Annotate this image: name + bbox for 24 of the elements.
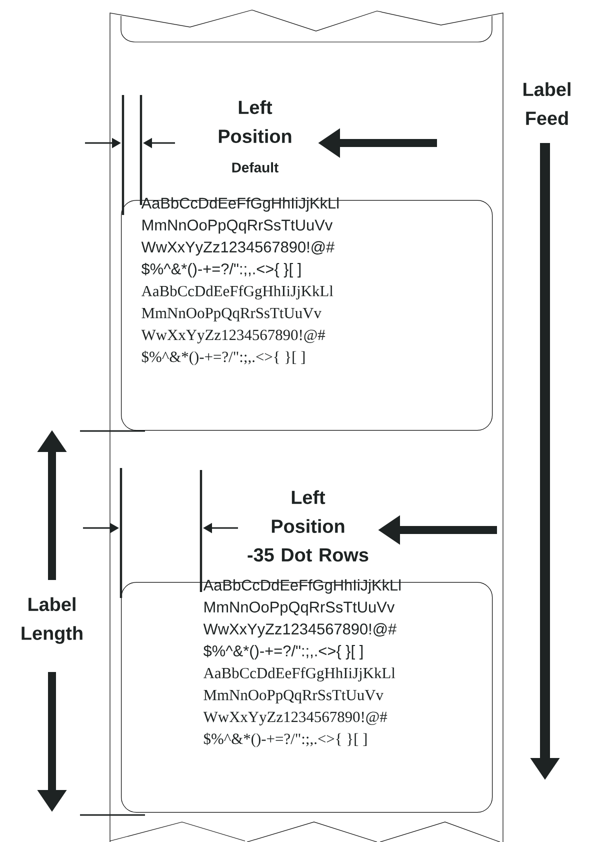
sample-text: WwXxYyZz1234567890!@# — [203, 623, 397, 638]
heading-text: Left Position — [218, 100, 292, 143]
sample-text: MmNnOoPpQqRrSsTtUuVv — [142, 220, 333, 234]
sample-text: $%^&*()-+=?/":;,.<>{ }[ ] — [203, 644, 363, 660]
sample-text: AaBbCcDdEeFfGgHhIiJjKkLl — [203, 667, 396, 682]
sample-text: WwXxYyZz1234567890!@# — [141, 241, 335, 256]
sample-text: AaBbCcDdEeFfGgHhIiJjKkLl — [141, 197, 338, 212]
sample-text: $%^&*()-+=?/":;,.<>{ }[ ] — [141, 262, 301, 278]
sample-text: $%^&*()-+=?/":;,.<>{ }[ ] — [204, 732, 367, 748]
heading-text: Label Feed — [524, 82, 570, 125]
sample-text: AaBbCcDdEeFfGgHhIiJjKkLl — [203, 579, 400, 594]
heading-text: -35 Dot Rows — [248, 548, 368, 562]
sample-text: MmNnOoPpQqRrSsTtUuVv — [204, 690, 384, 704]
label-box — [121, 579, 493, 813]
sample-text: MmNnOoPpQqRrSsTtUuVv — [142, 308, 322, 322]
sample-text: WwXxYyZz1234567890!@# — [203, 712, 388, 726]
label-box — [121, 197, 493, 431]
sample-text: WwXxYyZz1234567890!@# — [141, 330, 326, 344]
heading-text: Label Length — [22, 597, 82, 644]
sample-text: $%^&*()-+=?/":;,.<>{ }[ ] — [142, 350, 305, 366]
sample-text: AaBbCcDdEeFfGgHhIiJjKkLl — [141, 285, 334, 300]
sample-text: MmNnOoPpQqRrSsTtUuVv — [204, 602, 395, 616]
heading-text: Default — [232, 162, 278, 172]
heading-text: Left Position — [272, 490, 344, 533]
